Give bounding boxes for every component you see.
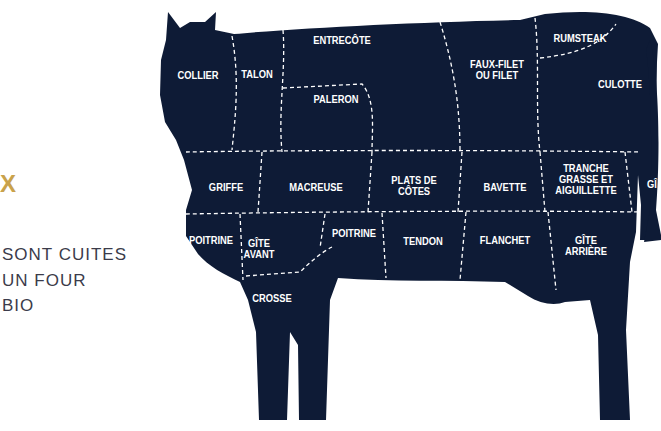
cut-label: BAVETTE xyxy=(484,182,527,193)
cut-label: PLATS DE CÔTES xyxy=(391,175,438,197)
body-text: SONT CUITES xyxy=(2,246,127,263)
body-text: BIO xyxy=(2,297,34,314)
cut-line xyxy=(540,24,616,58)
cut-label: TALON xyxy=(241,69,273,80)
cut-line xyxy=(460,212,466,280)
cut-label: POITRINE xyxy=(332,228,376,239)
tail xyxy=(644,40,661,242)
cut-line xyxy=(258,152,262,212)
cut-line xyxy=(186,151,640,153)
cut-label: CROSSE xyxy=(252,293,291,304)
cut-line xyxy=(232,36,236,150)
cut-label: ENTRECÔTE xyxy=(313,35,371,46)
cut-line xyxy=(548,212,556,290)
cut-label: GÎ xyxy=(647,179,657,190)
cut-line xyxy=(540,152,545,212)
cut-label: TENDON xyxy=(403,236,442,247)
cut-label: PALERON xyxy=(313,94,358,105)
cut-line xyxy=(458,152,462,212)
cut-line xyxy=(320,214,325,248)
cut-label: FLANCHET xyxy=(480,235,530,246)
cut-label: TRANCHE GRASSE ET AIGUILLETTE xyxy=(555,163,618,196)
cut-label: POITRINE xyxy=(189,235,233,246)
cut-line xyxy=(281,30,284,152)
heading-fragment: X xyxy=(0,172,16,196)
cut-label: GÎTE AVANT xyxy=(239,238,278,260)
cut-line xyxy=(440,22,460,152)
cut-line xyxy=(535,18,540,152)
cow-silhouette xyxy=(160,12,658,420)
cut-line xyxy=(625,152,632,212)
cut-line xyxy=(240,214,243,280)
cut-lines xyxy=(186,18,640,290)
cut-line xyxy=(186,211,640,214)
cut-label: COLLIER xyxy=(177,70,218,81)
cut-label: MACREUSE xyxy=(289,182,343,193)
cut-label: GRIFFE xyxy=(209,182,243,193)
cut-label: CULOTTE xyxy=(598,79,642,90)
cut-line xyxy=(283,84,373,152)
body-text: UN FOUR xyxy=(2,272,86,289)
cut-label: FAUX-FILET OU FILET xyxy=(463,59,531,81)
cut-label: GÎTE ARRIÈRE xyxy=(562,235,610,257)
cut-line xyxy=(368,152,372,212)
cut-line xyxy=(382,213,386,278)
cut-label: RUMSTEAK xyxy=(554,33,607,44)
